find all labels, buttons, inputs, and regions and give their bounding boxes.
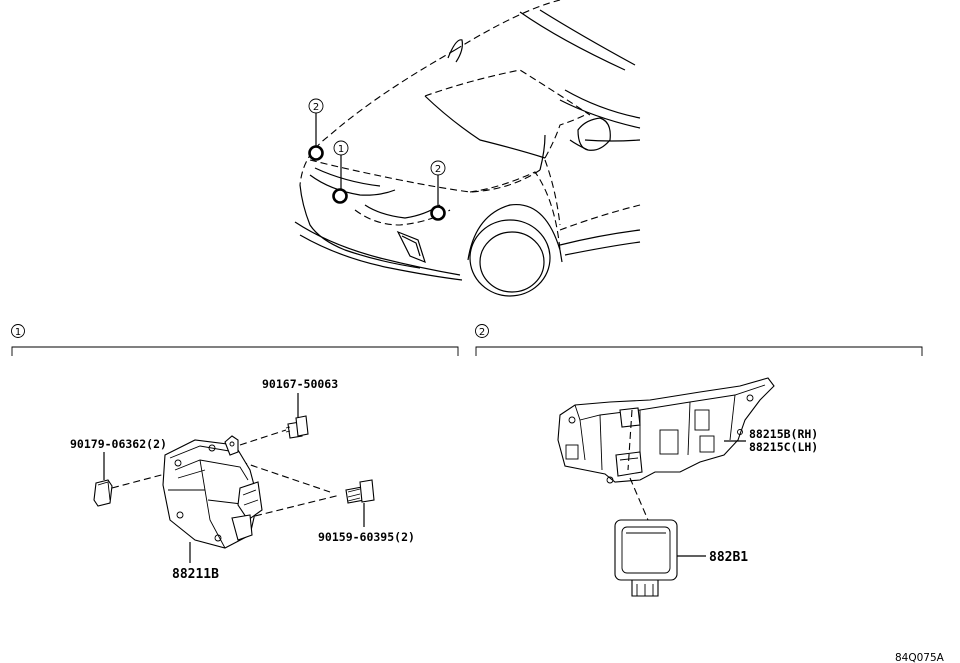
bolt-90167-50063: [285, 415, 309, 439]
svg-text:2: 2: [313, 102, 319, 113]
vehicle-marker-2-left: 2: [308, 98, 324, 161]
label-88215c-lh: 88215C(LH): [749, 440, 818, 454]
illustration-code: 84Q075A: [895, 652, 945, 663]
group-1-assembly: [93, 393, 375, 563]
nut-90179-06362: [93, 479, 113, 507]
svg-text:1: 1: [15, 327, 21, 338]
sensor-882b1: [614, 519, 678, 597]
label-90179-06362: 90179-06362(2): [70, 437, 167, 451]
radar-sensor-88211b: [162, 435, 263, 549]
group-1-header: 1: [11, 324, 459, 356]
group-2-header: 2: [475, 324, 923, 356]
label-882b1: 882B1: [709, 550, 748, 565]
vehicle-marker-2-right: 2: [430, 160, 446, 221]
svg-text:2: 2: [435, 164, 441, 175]
bolt-90159-60395: [345, 479, 375, 504]
vehicle-marker-1: 1: [332, 140, 349, 204]
label-90159-60395: 90159-60395(2): [318, 530, 415, 544]
vehicle-front-view: [294, 0, 641, 297]
svg-text:2: 2: [479, 327, 485, 338]
label-90167-50063: 90167-50063: [262, 377, 338, 391]
svg-text:1: 1: [338, 144, 344, 155]
group-2-assembly: [557, 377, 775, 597]
label-88211b: 88211B: [172, 567, 219, 582]
bracket-88215b-88215c: [557, 377, 775, 484]
label-88215b-rh: 88215B(RH): [749, 427, 818, 441]
